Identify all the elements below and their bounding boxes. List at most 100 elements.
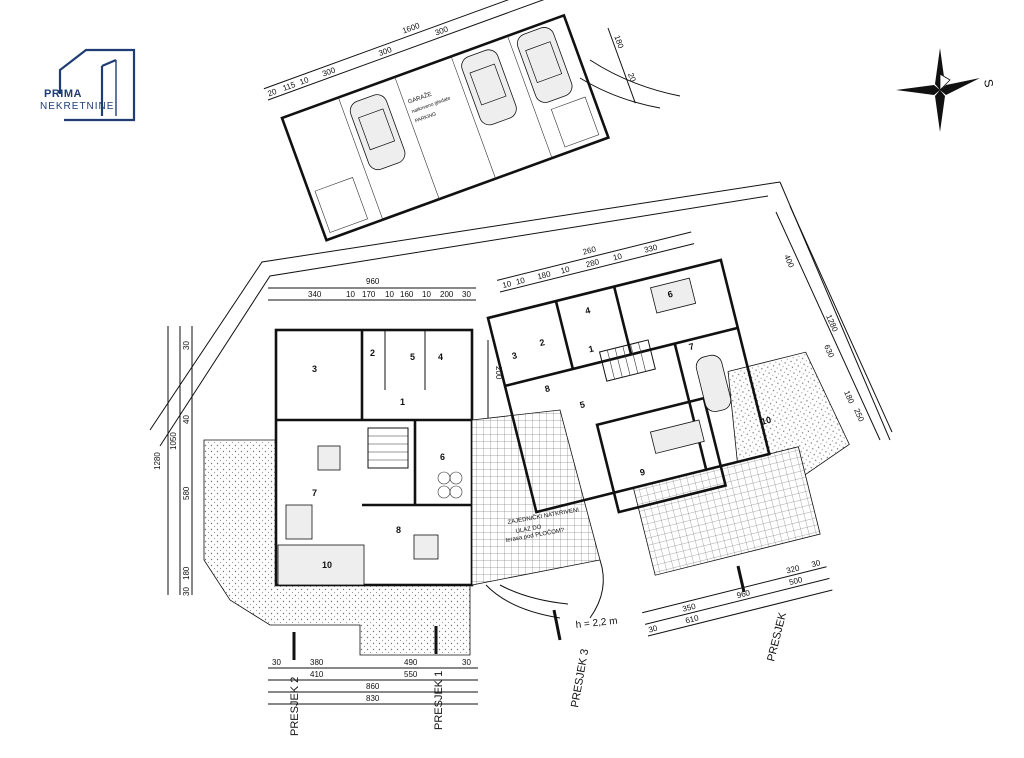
- dim-label: 300: [434, 24, 450, 37]
- dim-label: 350: [681, 602, 697, 614]
- dim-label: 330: [643, 243, 659, 255]
- garage-block: GARAŽE natkriveno gledate PARKING: [280, 13, 611, 242]
- dim-label: 380: [310, 658, 324, 667]
- car-icon: [349, 94, 406, 171]
- dim-label: 610: [684, 613, 700, 625]
- bottom-left-dimensions: 380 490 410 550 860 830 30 30: [268, 658, 478, 705]
- dim-label: 250: [852, 407, 866, 423]
- dim-label: 410: [310, 670, 324, 679]
- dim-label: 160: [400, 290, 414, 299]
- dim-label: 10: [298, 75, 310, 87]
- room-label: 8: [396, 525, 401, 535]
- dim-label: 30: [648, 624, 659, 635]
- dim-label: 10: [385, 290, 394, 299]
- right-house-top-dimensions: 260 10 10 180 10 280 10 330: [496, 231, 695, 293]
- room-label: 6: [667, 289, 674, 300]
- room-label: 4: [584, 305, 591, 316]
- covered-walkway: ZAJEDNIČKI NATKRIVENI ULAZ DO terasa pod…: [471, 409, 604, 619]
- dim-label: 200: [494, 366, 503, 380]
- room-label: 1: [587, 344, 594, 355]
- garage-side-dimensions: 180 20: [607, 27, 638, 104]
- dim-label: 30: [462, 658, 471, 667]
- car-icon: [516, 27, 573, 103]
- dim-label: 30: [182, 341, 191, 350]
- room-label: 5: [410, 352, 415, 362]
- dim-label: 630: [822, 343, 836, 359]
- dim-label: 1600: [401, 21, 421, 36]
- left-house: 1 2 3 4 5 6 7 8 10: [274, 328, 474, 587]
- dim-label: 340: [308, 290, 322, 299]
- dining-table-icon: [413, 534, 439, 560]
- compass-label: S: [981, 78, 996, 88]
- dim-label: 115: [281, 80, 297, 93]
- dim-label: 10: [346, 290, 355, 299]
- terrace-note-2: ULAZ DO: [515, 524, 542, 534]
- dim-label: 1050: [169, 432, 178, 450]
- room-label: 7: [312, 488, 317, 498]
- logo-house-mark: [58, 48, 136, 122]
- dim-label: 30: [811, 558, 822, 569]
- room-label: 10: [760, 415, 772, 427]
- dim-label: 490: [404, 658, 418, 667]
- dim-label: 960: [366, 277, 380, 286]
- dim-label: 320: [785, 563, 801, 575]
- dim-label: 400: [782, 253, 796, 269]
- dim-label: 300: [377, 45, 393, 58]
- room-label: 2: [370, 348, 375, 358]
- dim-label: 10: [501, 279, 512, 290]
- section-label: PRESJEK 2: [289, 677, 301, 736]
- dim-label: 30: [182, 587, 191, 596]
- compass-rose-icon: S: [896, 48, 996, 132]
- room-label: 2: [538, 337, 545, 348]
- dim-label: 30: [272, 658, 281, 667]
- room-label: 7: [688, 341, 695, 352]
- dim-label: 10: [560, 265, 571, 276]
- dim-label: 300: [321, 65, 337, 78]
- right-house: 1 2 3 4 5 6 7 8 9 10: [486, 258, 850, 576]
- dim-label: 550: [404, 670, 418, 679]
- dim-label: 280: [585, 257, 601, 269]
- room-label: 3: [511, 350, 518, 361]
- dim-label: 180: [612, 34, 625, 50]
- prima-nekretnine-logo: PRIMA NEKRETNINE: [40, 40, 140, 130]
- dim-label: 260: [582, 245, 598, 257]
- dim-label: 20: [626, 72, 638, 84]
- dim-label: 500: [788, 575, 804, 587]
- dim-label: 830: [366, 694, 380, 703]
- sofa-icon: [649, 419, 705, 454]
- left-vertical-dimensions: 1280 1050 580 180 30 30 40: [153, 326, 193, 596]
- room-label: 8: [544, 383, 551, 394]
- room-label: 10: [322, 560, 332, 570]
- dim-label: 10: [422, 290, 431, 299]
- dim-label: 580: [182, 486, 191, 500]
- logo-sub-text: NEKRETNINE: [40, 101, 115, 112]
- dim-label: 1280: [153, 452, 162, 470]
- dim-label: 30: [462, 290, 471, 299]
- height-note: h = 2,2 m: [575, 616, 618, 631]
- logo-brand-text: PRIMA: [44, 88, 82, 100]
- dining-table-icon: [695, 354, 732, 412]
- bottom-right-dimensions: 320 350 960 500 610 30 30: [642, 558, 833, 637]
- section-label: PRESJEK 1: [433, 671, 445, 730]
- dim-label: 960: [736, 588, 752, 600]
- dim-label: 180: [842, 389, 856, 405]
- garage-dimensions: 1600 300 300 300 20 115 10 20: [263, 0, 579, 101]
- room-label: 9: [639, 467, 646, 478]
- sofa-icon: [285, 504, 313, 540]
- lot-boundary: [149, 59, 891, 447]
- car-icon: [461, 49, 517, 126]
- room-label: 6: [440, 452, 445, 462]
- room-label: 5: [579, 399, 586, 410]
- section-label: PRESJEK: [765, 611, 789, 663]
- section-label: PRESJEK 3: [569, 648, 591, 708]
- left-house-top-dimensions: 960 340 10 170 10 160 10 200 30: [268, 277, 476, 301]
- dim-label: 200: [440, 290, 454, 299]
- dim-label: 10: [515, 276, 526, 287]
- dim-label: 860: [366, 682, 380, 691]
- room-label: 1: [400, 397, 405, 407]
- dim-label: 40: [182, 415, 191, 424]
- room-label: 4: [438, 352, 443, 362]
- dim-label: 170: [362, 290, 376, 299]
- dim-label: 10: [612, 251, 623, 262]
